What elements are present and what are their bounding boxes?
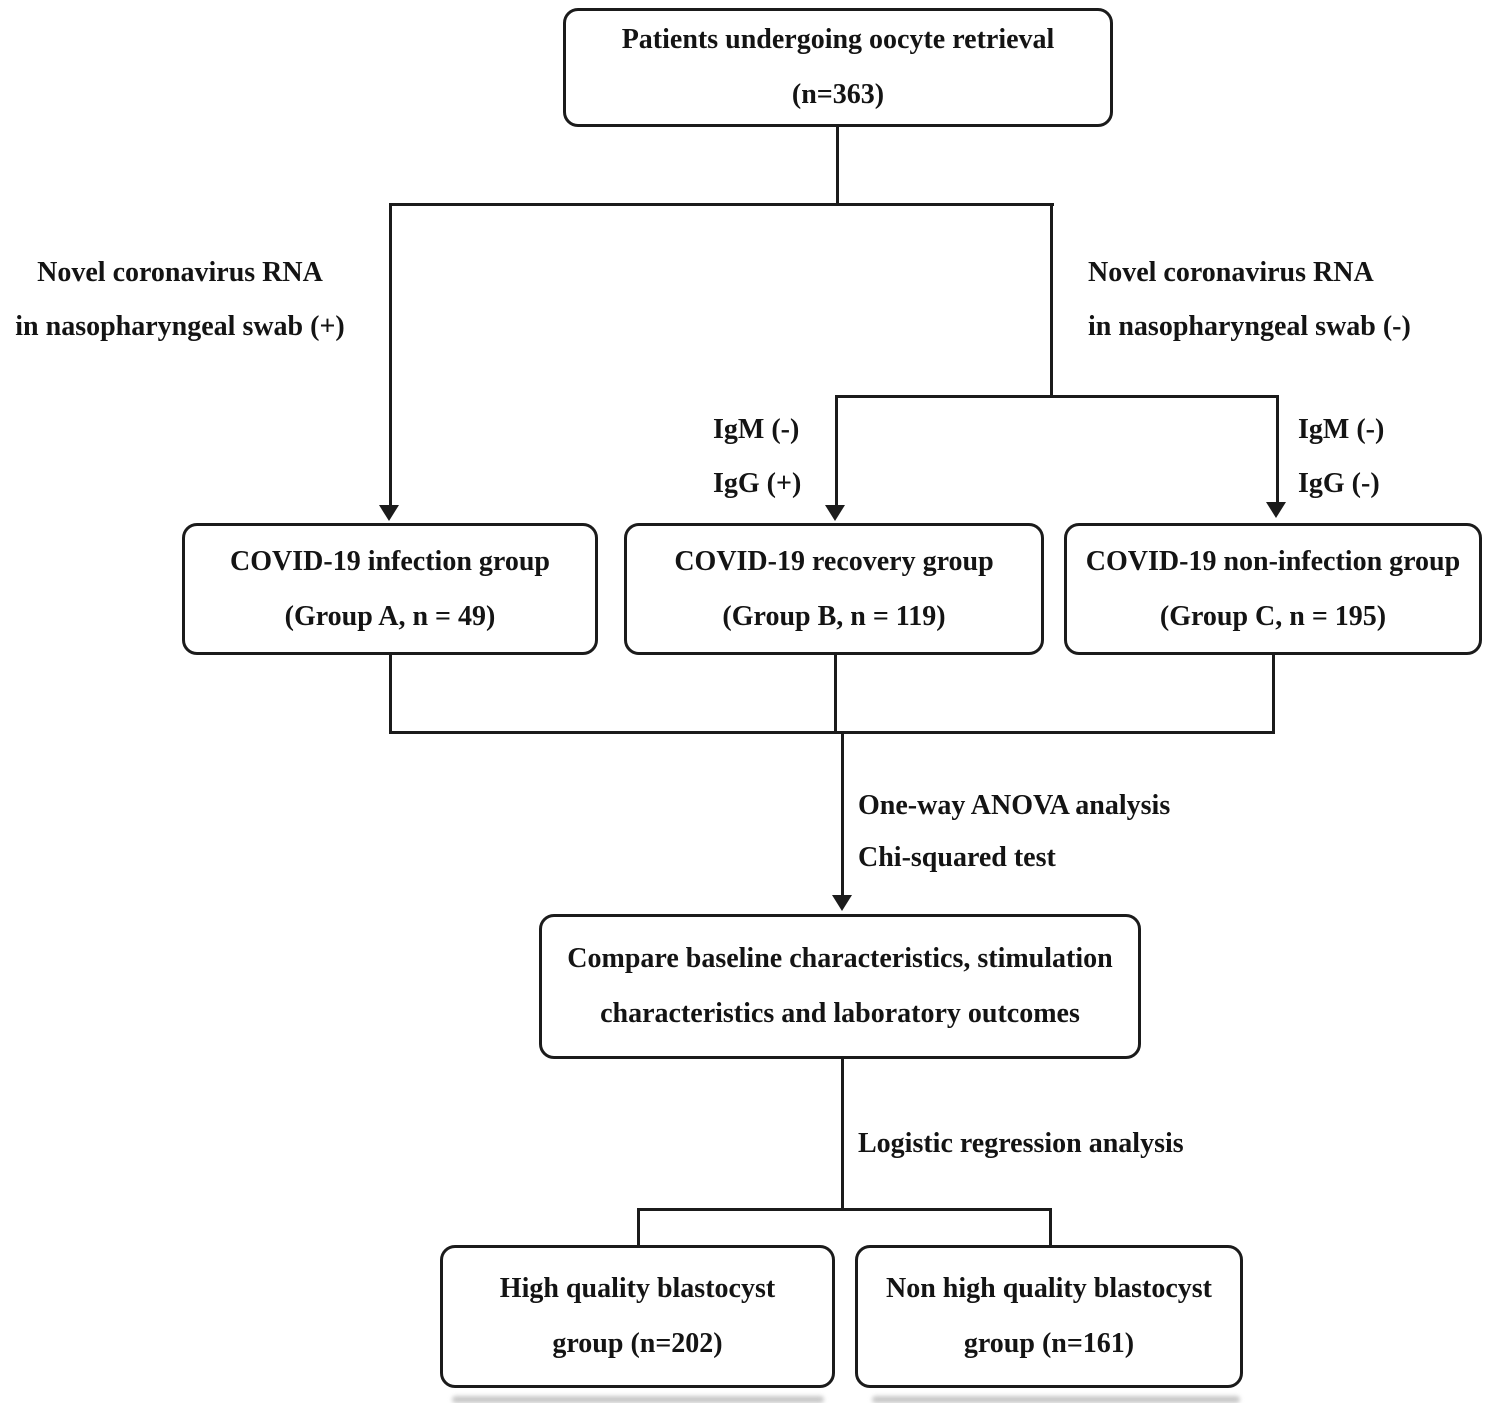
- node-patients: Patients undergoing oocyte retrieval (n=…: [563, 8, 1113, 127]
- node-non-high-quality-group: Non high quality blastocyst group (n=161…: [855, 1245, 1243, 1388]
- label-serology-recovery-line2: IgG (+): [713, 468, 802, 499]
- node-high-quality-group-line1: High quality blastocyst: [499, 1273, 776, 1304]
- label-rna-negative-line2: in nasopharyngeal swab (-): [1088, 311, 1411, 342]
- node-recovery-group-line2: (Group B, n = 119): [722, 600, 946, 632]
- node-non-high-quality-group-line2: group (n=161): [963, 1328, 1135, 1359]
- label-serology-recovery-line1: IgM (-): [713, 414, 800, 445]
- node-patients-line2: (n=363): [791, 79, 885, 110]
- connector-merge-c: [1272, 654, 1275, 734]
- connector-patients-down: [836, 125, 839, 206]
- node-non-infection-group: COVID-19 non-infection group (Group C, n…: [1064, 523, 1482, 655]
- label-rna-positive: Novel coronavirus RNA in nasopharyngeal …: [2, 246, 358, 354]
- arrowhead-non-infection-icon: [1266, 502, 1286, 518]
- connector-to-recovery: [835, 395, 838, 507]
- node-infection-group-line1: COVID-19 infection group: [230, 545, 550, 577]
- node-non-infection-group-line1: COVID-19 non-infection group: [1085, 545, 1461, 577]
- connector-to-non-high-quality: [1049, 1208, 1052, 1247]
- connector-rna-negative-down: [1050, 203, 1053, 398]
- label-serology-recovery: IgM (-) IgG (+): [713, 403, 801, 511]
- connector-rna-split: [389, 203, 1054, 206]
- node-high-quality-group: High quality blastocyst group (n=202): [440, 1245, 835, 1388]
- connector-merge-a: [389, 654, 392, 734]
- connector-to-high-quality: [637, 1208, 640, 1247]
- connector-merge-bar: [389, 731, 1275, 734]
- arrowhead-infection-icon: [379, 505, 399, 521]
- arrowhead-compare-icon: [832, 895, 852, 911]
- node-recovery-group: COVID-19 recovery group (Group B, n = 11…: [624, 523, 1044, 655]
- label-rna-positive-line1: Novel coronavirus RNA: [37, 257, 323, 288]
- arrowhead-recovery-icon: [825, 505, 845, 521]
- node-non-high-quality-group-line1: Non high quality blastocyst: [886, 1273, 1212, 1304]
- label-statistics: One-way ANOVA analysis Chi-squared test: [858, 780, 1170, 884]
- label-rna-positive-line2: in nasopharyngeal swab (+): [15, 311, 345, 342]
- node-recovery-group-line1: COVID-19 recovery group: [674, 545, 994, 577]
- label-serology-non-infection-line2: IgG (-): [1298, 468, 1380, 499]
- label-regression: Logistic regression analysis: [858, 1118, 1184, 1170]
- node-infection-group-line2: (Group A, n = 49): [284, 600, 496, 632]
- node-infection-group: COVID-19 infection group (Group A, n = 4…: [182, 523, 598, 655]
- connector-to-infection: [389, 203, 392, 509]
- node-non-infection-group-line2: (Group C, n = 195): [1159, 600, 1387, 632]
- label-rna-negative-line1: Novel coronavirus RNA: [1088, 257, 1374, 288]
- label-serology-non-infection-line1: IgM (-): [1298, 414, 1385, 445]
- node-patients-line1: Patients undergoing oocyte retrieval: [621, 24, 1055, 55]
- connector-to-compare: [841, 731, 844, 896]
- connector-merge-b: [834, 654, 837, 734]
- node-compare-outcomes-line1: Compare baseline characteristics, stimul…: [567, 943, 1113, 974]
- label-serology-non-infection: IgM (-) IgG (-): [1298, 403, 1384, 511]
- label-statistics-line2: Chi-squared test: [858, 842, 1056, 873]
- label-statistics-line1: One-way ANOVA analysis: [858, 790, 1171, 821]
- label-rna-negative: Novel coronavirus RNA in nasopharyngeal …: [1088, 246, 1411, 354]
- bottom-shadow-right: [872, 1396, 1240, 1403]
- connector-compare-down: [841, 1058, 844, 1210]
- node-high-quality-group-line2: group (n=202): [552, 1328, 723, 1359]
- bottom-shadow-left: [452, 1396, 824, 1403]
- node-compare-outcomes-line2: characteristics and laboratory outcomes: [600, 998, 1080, 1029]
- connector-blastocyst-split: [637, 1208, 1052, 1211]
- connector-to-non-infection: [1276, 395, 1279, 505]
- label-regression-line1: Logistic regression analysis: [858, 1128, 1184, 1159]
- node-compare-outcomes: Compare baseline characteristics, stimul…: [539, 914, 1141, 1059]
- connector-serology-split: [835, 395, 1279, 398]
